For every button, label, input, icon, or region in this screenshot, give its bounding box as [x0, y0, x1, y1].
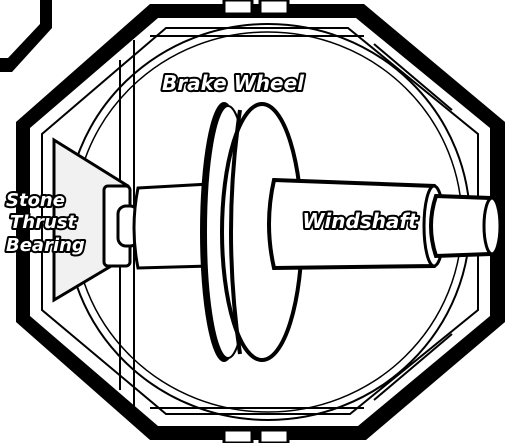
top-attachment [222, 0, 290, 16]
label-bearing: Bearing [6, 235, 85, 256]
adjacent-panel-inner [0, 0, 40, 58]
label-brake-wheel: Brake Wheel [162, 71, 305, 95]
windshaft-tail [132, 182, 212, 270]
label-stone: Stone [6, 190, 65, 211]
bottom-attachment [222, 428, 290, 443]
cap-frame-inset [41, 27, 479, 415]
windshaft [267, 177, 502, 271]
label-thrust: Thrust [10, 212, 77, 233]
brake-wheel [220, 102, 304, 362]
label-windshaft: Windshaft [302, 209, 419, 233]
